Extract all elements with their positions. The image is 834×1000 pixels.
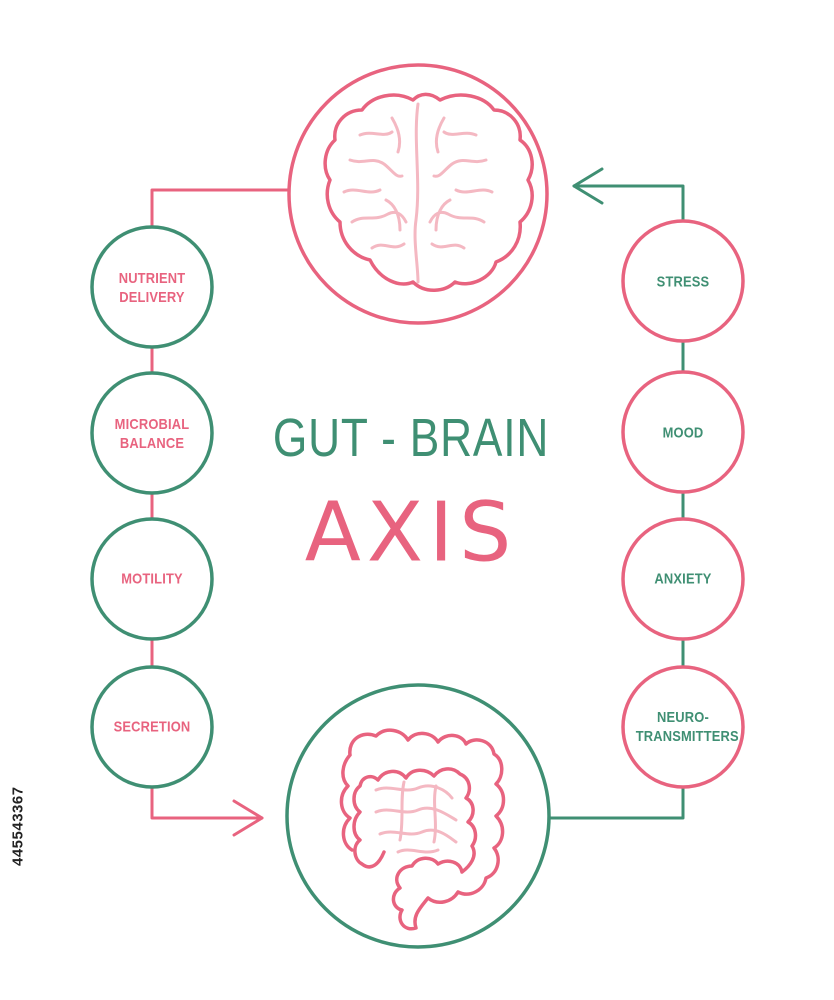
node-circle-motility (90, 517, 214, 641)
arrow-to-gut-icon (232, 799, 264, 837)
right-node-circles (621, 219, 745, 789)
gut-circle (285, 683, 551, 949)
arrow-to-brain-icon (572, 167, 604, 205)
node-label-stress: STRESS (656, 273, 710, 291)
brain-icon (323, 92, 534, 292)
node-label-microbial-balance: MICROBIAL BALANCE (114, 416, 190, 452)
node-circle-anxiety (621, 517, 745, 641)
diagram-title-line1: GUT - BRAIN (272, 408, 550, 468)
node-circle-nutrient-delivery (90, 225, 214, 349)
node-circle-secretion (90, 665, 214, 789)
stock-id-text: 445543367 (9, 786, 27, 866)
left-node-circles (90, 225, 214, 789)
node-circle-stress (621, 219, 745, 343)
node-label-anxiety: ANXIETY (654, 570, 712, 588)
node-circle-mood (621, 370, 745, 494)
node-label-motility: MOTILITY (121, 570, 183, 588)
node-circle-microbial-balance (90, 371, 214, 495)
node-label-mood: MOOD (662, 424, 704, 442)
diagram-title-line2: AXIS (304, 485, 518, 581)
right-connector (546, 167, 685, 820)
node-circle-neurotransmitters (621, 665, 745, 789)
node-label-neurotransmitters: NEURO- TRANSMITTERS (635, 709, 739, 745)
node-label-nutrient-delivery: NUTRIENT DELIVERY (118, 270, 186, 306)
node-label-secretion: SECRETION (113, 718, 191, 736)
intestines-icon (339, 728, 506, 931)
